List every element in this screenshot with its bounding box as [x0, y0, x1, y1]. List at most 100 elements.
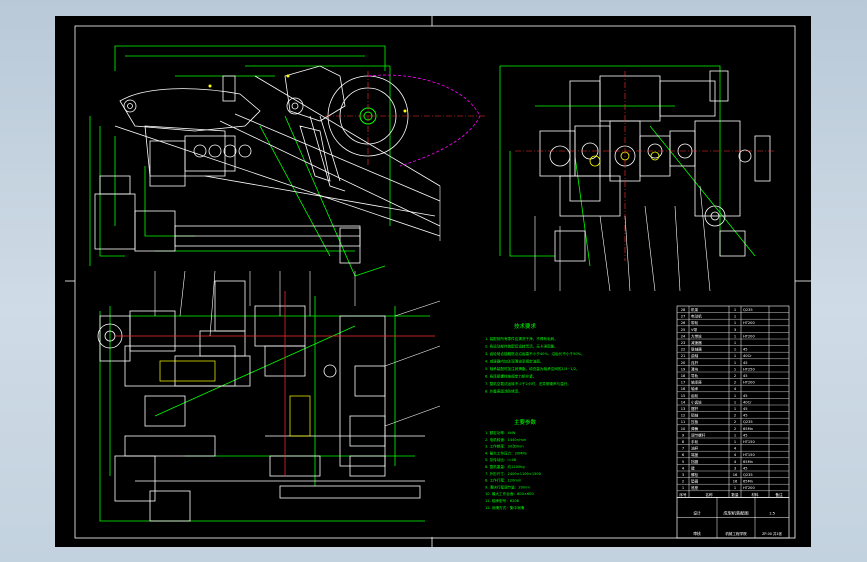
part-name: 小齿轮	[691, 399, 702, 404]
part-number: 5	[682, 460, 684, 464]
part-name: 电动机	[691, 314, 702, 319]
part-material: 45	[743, 407, 748, 411]
part-name: 调节螺杆	[691, 432, 706, 437]
header-no: 序号	[679, 492, 687, 497]
front-view	[89, 45, 485, 277]
part-name: 手轮	[691, 439, 699, 444]
parts-list-row: 7 油杯 4	[682, 446, 737, 451]
part-qty: 1	[734, 315, 736, 319]
part-name: 曲轴	[691, 353, 699, 358]
part-name: V带	[691, 327, 697, 332]
part-material: 40Cr	[743, 400, 752, 404]
part-name: 减速器	[691, 340, 702, 345]
side-view	[499, 65, 775, 292]
part-qty: 1	[734, 486, 736, 490]
part-material: 45	[743, 348, 748, 352]
part-number: 10	[681, 427, 686, 431]
part-qty: 4	[734, 453, 737, 457]
part-qty: 1	[734, 321, 736, 325]
part-material: 45	[743, 414, 748, 418]
header-name: 名称	[705, 492, 713, 497]
part-qty: 2	[734, 427, 736, 431]
part-qty: 1	[734, 308, 736, 312]
part-number: 17	[681, 381, 686, 385]
part-qty: 1	[734, 394, 736, 398]
part-name: 油杯	[691, 446, 699, 451]
part-qty: 1	[734, 367, 736, 371]
part-number: 13	[681, 407, 686, 411]
part-number: 6	[682, 453, 685, 457]
performance-line: 7. 外形尺寸：2400×1100×1500	[485, 471, 542, 476]
part-name: 机架	[691, 307, 699, 312]
part-number: 22	[681, 348, 686, 352]
part-number: 28	[681, 308, 686, 312]
part-material: 40Cr	[743, 354, 752, 358]
part-qty: 2	[734, 414, 736, 418]
header-remark: 备注	[775, 492, 783, 497]
performance-line: 1. 额定功率：4kW	[485, 430, 516, 435]
part-material: 65Mn	[743, 480, 753, 484]
part-name: 弹簧	[691, 426, 699, 431]
performance-line: 12. 润滑方式：集中润滑	[485, 505, 525, 510]
part-number: 7	[682, 447, 684, 451]
header-qty: 数量	[731, 492, 739, 497]
title-scale: 1:5	[769, 511, 776, 516]
part-qty: 4	[734, 460, 737, 464]
part-material: 45	[743, 466, 748, 470]
part-name: 大带轮	[691, 333, 702, 338]
part-qty: 2	[734, 381, 736, 385]
part-name: 压板	[691, 419, 699, 424]
performance-line: 11. 轴承型号：6208	[485, 498, 520, 503]
part-number: 23	[681, 341, 686, 345]
part-number: 18	[681, 374, 686, 378]
part-material: Q235	[743, 420, 753, 424]
technical-requirement-line: 5. 轴承装配时加注润滑脂，填充量为轴承空间的1/3~1/2。	[485, 366, 580, 371]
technical-requirement-line: 3. 齿轮啮合接触斑点沿齿高不小于40%，沿齿长不小于50%。	[485, 351, 585, 356]
part-material: HT200	[743, 381, 755, 385]
part-name: 带轮	[691, 320, 699, 325]
performance-line: 3. 工作频率：30次/min	[485, 444, 524, 449]
technical-requirement-line: 6. 各连接螺栓按规定力矩拧紧。	[485, 374, 536, 379]
part-qty: 16	[733, 473, 738, 477]
part-number: 9	[682, 433, 685, 437]
title-designer: 设计	[693, 511, 701, 516]
part-number: 14	[681, 400, 686, 404]
technical-requirement-line: 8. 外露表面涂防锈漆。	[485, 389, 522, 394]
part-number: 8	[682, 440, 685, 444]
part-number: 1	[682, 486, 684, 490]
part-qty: 1	[734, 440, 736, 444]
part-qty: 2	[734, 374, 736, 378]
part-number: 20	[681, 361, 686, 365]
part-material: 65Mn	[743, 460, 753, 464]
part-qty: 4	[734, 447, 737, 451]
part-number: 19	[681, 367, 686, 371]
title-checker: 审核	[693, 531, 701, 536]
performance-line: 8. 工作行程：120mm	[485, 478, 522, 483]
part-number: 25	[681, 328, 686, 332]
part-name: 滑块	[691, 366, 699, 371]
part-name: 挡圈	[691, 459, 699, 464]
title-school: 机械工程学院	[725, 531, 747, 536]
performance-line: 10. 最大工作台面：800×600	[485, 491, 534, 496]
part-name: 齿轮	[691, 393, 699, 398]
part-number: 15	[681, 394, 686, 398]
part-qty: 1	[734, 334, 736, 338]
part-qty: 1	[734, 361, 736, 365]
part-number: 21	[681, 354, 686, 358]
part-name: 摆杆	[691, 406, 699, 411]
